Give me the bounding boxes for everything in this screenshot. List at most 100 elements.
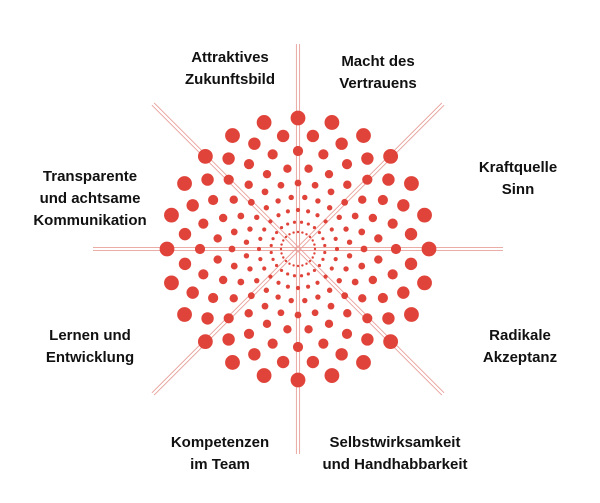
dot	[284, 259, 288, 263]
label-source-of-meaning: Kraftquelle Sinn	[458, 157, 578, 201]
dot	[248, 348, 261, 361]
dot	[317, 263, 322, 268]
label-learning-development-line1: Lernen und	[49, 327, 131, 344]
dot	[164, 275, 179, 291]
dot	[356, 128, 371, 143]
dot	[284, 235, 288, 239]
dot	[197, 148, 213, 164]
dot	[311, 309, 319, 317]
dot	[159, 241, 175, 257]
dot	[318, 149, 329, 160]
dot	[248, 137, 261, 150]
dot	[343, 180, 352, 189]
dot	[261, 302, 269, 310]
dot	[186, 286, 199, 299]
dot	[374, 255, 383, 264]
dot	[247, 198, 255, 206]
dot	[323, 274, 328, 279]
dot	[292, 145, 304, 157]
dot	[267, 338, 278, 349]
dot	[382, 173, 395, 186]
dot	[397, 199, 410, 212]
dot	[317, 230, 322, 235]
dot	[277, 309, 285, 317]
label-power-of-trust-line2: Vertrauens	[339, 75, 417, 92]
dot	[315, 198, 321, 204]
dot	[302, 194, 308, 201]
dot	[223, 174, 234, 185]
dot	[268, 274, 273, 279]
dot	[404, 176, 419, 191]
dot	[290, 110, 306, 126]
dot	[282, 256, 285, 259]
dot	[312, 268, 317, 273]
dot	[186, 199, 199, 212]
dot	[336, 277, 342, 284]
dot	[313, 247, 317, 251]
dot	[262, 169, 272, 179]
label-team-competence-line1: Kompetenzen	[170, 434, 270, 451]
dot	[361, 152, 374, 165]
dot	[335, 348, 348, 361]
dot	[301, 264, 304, 267]
dot	[306, 355, 320, 369]
dot	[213, 255, 222, 264]
dot	[243, 159, 255, 170]
label-team-competence: Kompetenzen im Team	[160, 432, 280, 476]
label-learning-development: Lernen und Entwicklung	[30, 325, 150, 369]
dot	[208, 292, 219, 304]
dot	[247, 226, 253, 232]
dot	[311, 256, 314, 259]
label-source-of-meaning-line2: Sinn	[501, 181, 535, 198]
dot	[164, 207, 179, 223]
dot	[358, 195, 367, 204]
dot	[374, 234, 383, 243]
dot	[288, 233, 291, 236]
dot	[237, 212, 245, 220]
dot	[269, 243, 273, 248]
dot	[276, 280, 281, 285]
dot	[312, 225, 317, 230]
dot	[315, 294, 321, 300]
dot	[247, 266, 253, 272]
dot	[334, 246, 340, 252]
label-self-efficacy-line2: und Handhabbarkeit	[322, 456, 468, 473]
dot	[243, 328, 255, 339]
dot	[269, 250, 273, 255]
dot	[279, 247, 283, 251]
dot	[341, 292, 349, 300]
dot	[311, 181, 319, 189]
dot	[301, 231, 304, 234]
dot	[341, 198, 349, 206]
dot	[201, 173, 214, 186]
dot	[304, 325, 313, 334]
dot	[343, 309, 352, 318]
dot	[237, 278, 245, 286]
dot	[292, 341, 304, 353]
label-transparent-communication-line1: Transparente	[42, 168, 138, 185]
dot	[244, 180, 253, 189]
dot	[329, 266, 334, 271]
dot-rings	[159, 110, 437, 388]
dot	[279, 225, 284, 230]
dot	[295, 207, 301, 213]
dot	[296, 230, 300, 234]
dot	[271, 237, 275, 241]
dot	[280, 243, 283, 246]
label-self-efficacy-line1: Selbstwirksamkeit	[329, 434, 461, 451]
dot	[258, 236, 263, 242]
dot	[276, 213, 281, 218]
dot	[194, 243, 206, 255]
label-attractive-future: Attraktives Zukunftsbild	[170, 47, 290, 91]
dot	[256, 115, 272, 130]
dot	[277, 181, 285, 189]
dot	[335, 137, 348, 150]
dot	[279, 268, 284, 273]
dot	[263, 287, 270, 293]
dot	[254, 277, 260, 284]
dot	[313, 243, 316, 246]
dot	[285, 284, 291, 289]
dot	[243, 239, 250, 245]
dot	[288, 262, 291, 265]
